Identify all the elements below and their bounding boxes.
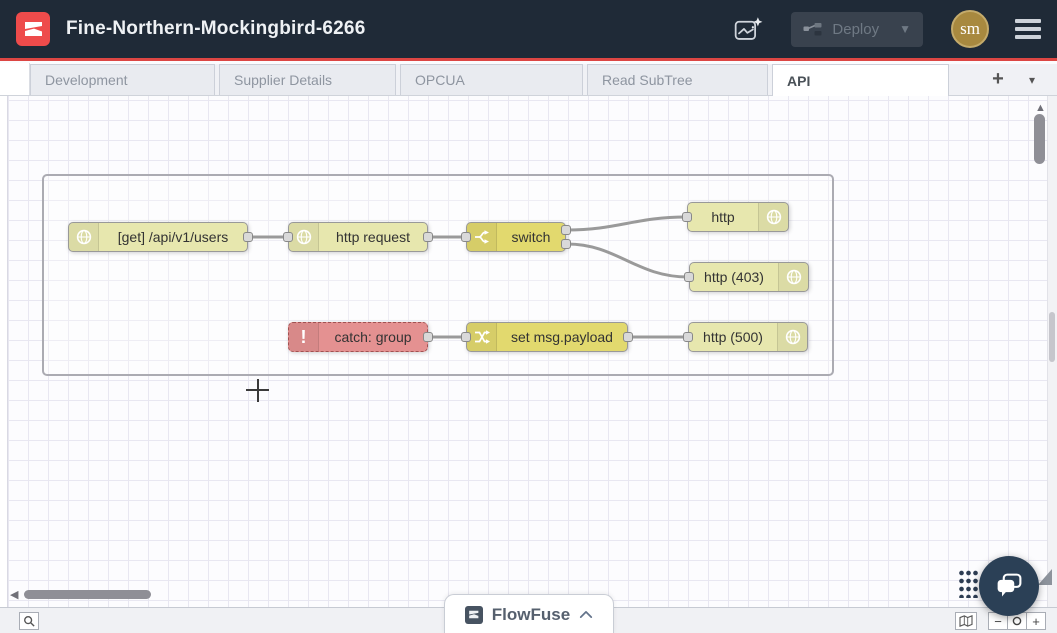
- flowfuse-mark-icon: [464, 605, 483, 624]
- node-label: [get] /api/v1/users: [117, 229, 229, 245]
- input-port[interactable]: [283, 232, 293, 242]
- globe-icon: [758, 203, 788, 231]
- tab-supplier-details[interactable]: Supplier Details: [219, 64, 396, 95]
- node-http-in[interactable]: [get] /api/v1/users: [68, 222, 253, 252]
- vscroll-up-arrow[interactable]: ▲: [1035, 102, 1046, 114]
- vertical-scrollbar-thumb[interactable]: [1034, 114, 1045, 164]
- page-scrollbar-track[interactable]: [1047, 96, 1057, 633]
- input-port[interactable]: [683, 332, 693, 342]
- globe-icon: [289, 223, 319, 251]
- tab-development[interactable]: Development: [30, 64, 215, 95]
- search-button[interactable]: [19, 612, 39, 630]
- output-port[interactable]: [423, 232, 433, 242]
- tab-read-subtree[interactable]: Read SubTree: [587, 64, 768, 95]
- tab-label: API: [787, 72, 811, 89]
- user-avatar[interactable]: sm: [951, 10, 989, 48]
- collapsed-palette-strip: [0, 96, 8, 607]
- node-label: http: [711, 209, 735, 225]
- deploy-nodes-icon: [803, 23, 822, 36]
- flowfuse-panel-button[interactable]: FlowFuse: [444, 594, 614, 633]
- zoom-in-button[interactable]: +: [1026, 612, 1046, 630]
- node-label: switch: [511, 229, 551, 245]
- search-icon: [24, 616, 35, 627]
- add-flow-button[interactable]: +: [992, 68, 1004, 90]
- node-catch[interactable]: ! catch: group: [288, 322, 433, 352]
- zoom-reset-icon: [1012, 616, 1022, 626]
- header-bar: Fine-Northern-Mockingbird-6266 Deploy ▼ …: [0, 0, 1057, 61]
- input-port[interactable]: [461, 232, 471, 242]
- node-label: http (500): [703, 329, 763, 345]
- output-port-1[interactable]: [561, 225, 571, 235]
- menu-bar-icon: [1015, 27, 1041, 31]
- flowfuse-label: FlowFuse: [491, 604, 571, 624]
- ai-flow-icon: [735, 16, 763, 40]
- node-http-response-500[interactable]: http (500): [683, 322, 808, 352]
- map-icon: [959, 615, 973, 627]
- cursor-crosshair: [246, 389, 269, 391]
- tab-label: Supplier Details: [234, 72, 333, 88]
- ai-assistant-button[interactable]: [729, 10, 769, 48]
- widget-drag-handle[interactable]: [957, 568, 979, 598]
- flow-canvas[interactable]: [get] /api/v1/users http request: [0, 96, 1057, 607]
- input-port[interactable]: [682, 212, 692, 222]
- flowfuse-logo: [16, 12, 50, 46]
- instance-title: Fine-Northern-Mockingbird-6266: [66, 18, 366, 39]
- output-port[interactable]: [243, 232, 253, 242]
- node-label: catch: group: [334, 329, 412, 345]
- hscroll-left-arrow[interactable]: ◀: [10, 589, 19, 601]
- horizontal-scrollbar-thumb[interactable]: [24, 590, 151, 599]
- input-port[interactable]: [461, 332, 471, 342]
- avatar-initials: sm: [960, 19, 980, 38]
- output-port-2[interactable]: [561, 239, 571, 249]
- sidebar-toggle-wedge[interactable]: [1038, 569, 1052, 585]
- flow-list-caret[interactable]: ▾: [1028, 72, 1036, 87]
- node-label: set msg.payload: [511, 329, 613, 345]
- output-port[interactable]: [623, 332, 633, 342]
- globe-icon: [777, 323, 807, 351]
- navigator-button[interactable]: [955, 612, 977, 630]
- input-port[interactable]: [684, 272, 694, 282]
- globe-icon: [778, 263, 808, 291]
- deploy-options-caret[interactable]: ▼: [899, 22, 911, 36]
- node-switch[interactable]: switch: [461, 222, 571, 252]
- node-label: http request: [336, 229, 410, 245]
- tab-opcua[interactable]: OPCUA: [400, 64, 583, 95]
- tab-label: Read SubTree: [602, 72, 693, 88]
- node-http-response[interactable]: http: [682, 202, 789, 232]
- exclamation-icon: !: [289, 323, 319, 351]
- tabbar-lead-spacer: [0, 63, 30, 95]
- deploy-label: Deploy: [832, 20, 880, 38]
- globe-icon: [69, 223, 99, 251]
- menu-bar-icon: [1015, 35, 1041, 39]
- chat-bubbles-icon: [997, 573, 1022, 597]
- deploy-button[interactable]: Deploy ▼: [791, 11, 923, 47]
- node-change[interactable]: set msg.payload: [461, 322, 633, 352]
- chevron-up-icon: [580, 611, 593, 618]
- fork-icon: [467, 223, 497, 251]
- workspace-tabbar: Development Supplier Details OPCUA Read …: [0, 63, 1057, 96]
- node-http-request[interactable]: http request: [283, 222, 433, 252]
- node-label: http (403): [704, 269, 764, 285]
- menu-bar-icon: [1015, 19, 1041, 23]
- change-icon: [467, 323, 497, 351]
- page-scrollbar-thumb[interactable]: [1049, 312, 1055, 362]
- tab-label: Development: [45, 72, 128, 88]
- tab-label: OPCUA: [415, 72, 465, 88]
- flowfuse-logo-mark: [25, 22, 42, 36]
- tab-api[interactable]: API: [772, 64, 949, 96]
- chat-widget-button[interactable]: [979, 556, 1039, 616]
- node-http-response-403[interactable]: http (403): [684, 262, 809, 292]
- output-port[interactable]: [423, 332, 433, 342]
- main-menu-button[interactable]: [1015, 19, 1041, 39]
- zoom-controls: − +: [988, 612, 1046, 630]
